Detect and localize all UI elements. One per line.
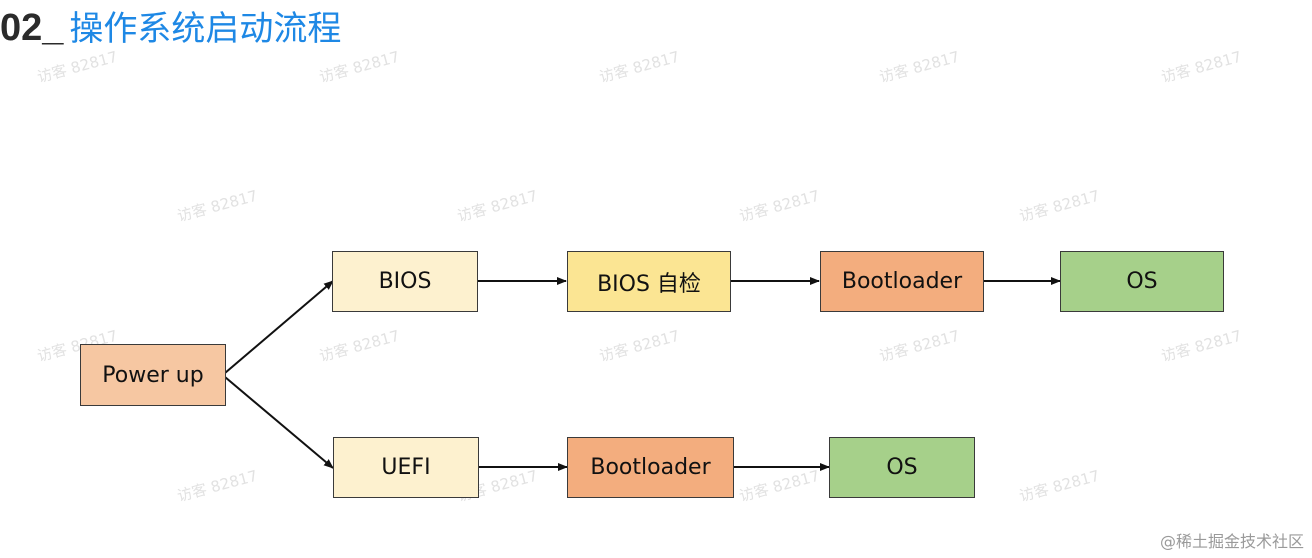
page-title: 02_操作系统启动流程 [0,4,341,52]
node-bootloader-top: Bootloader [820,251,984,312]
node-bios-self-check: BIOS 自检 [567,251,731,312]
node-label: BIOS [378,269,432,294]
node-bootloader-bottom: Bootloader [567,437,734,498]
section-number: 02_ [0,7,64,49]
section-title: 操作系统启动流程 [69,9,342,49]
site-credit: @稀土掘金技术社区 [1159,532,1304,551]
node-label: UEFI [381,455,431,480]
node-os-top: OS [1060,251,1224,312]
node-label: OS [1126,269,1158,294]
node-label: BIOS 自检 [597,271,701,297]
node-bios: BIOS [332,251,478,312]
node-power-up: Power up [80,344,226,406]
node-label: Bootloader [841,269,963,294]
node-os-bottom: OS [829,437,975,498]
node-label: OS [886,455,918,480]
node-uefi: UEFI [333,437,479,498]
arrow-power-to-uefi [224,376,334,469]
node-label: Bootloader [590,455,711,480]
node-label: Power up [102,362,204,388]
arrow-power-to-bios [224,280,334,374]
